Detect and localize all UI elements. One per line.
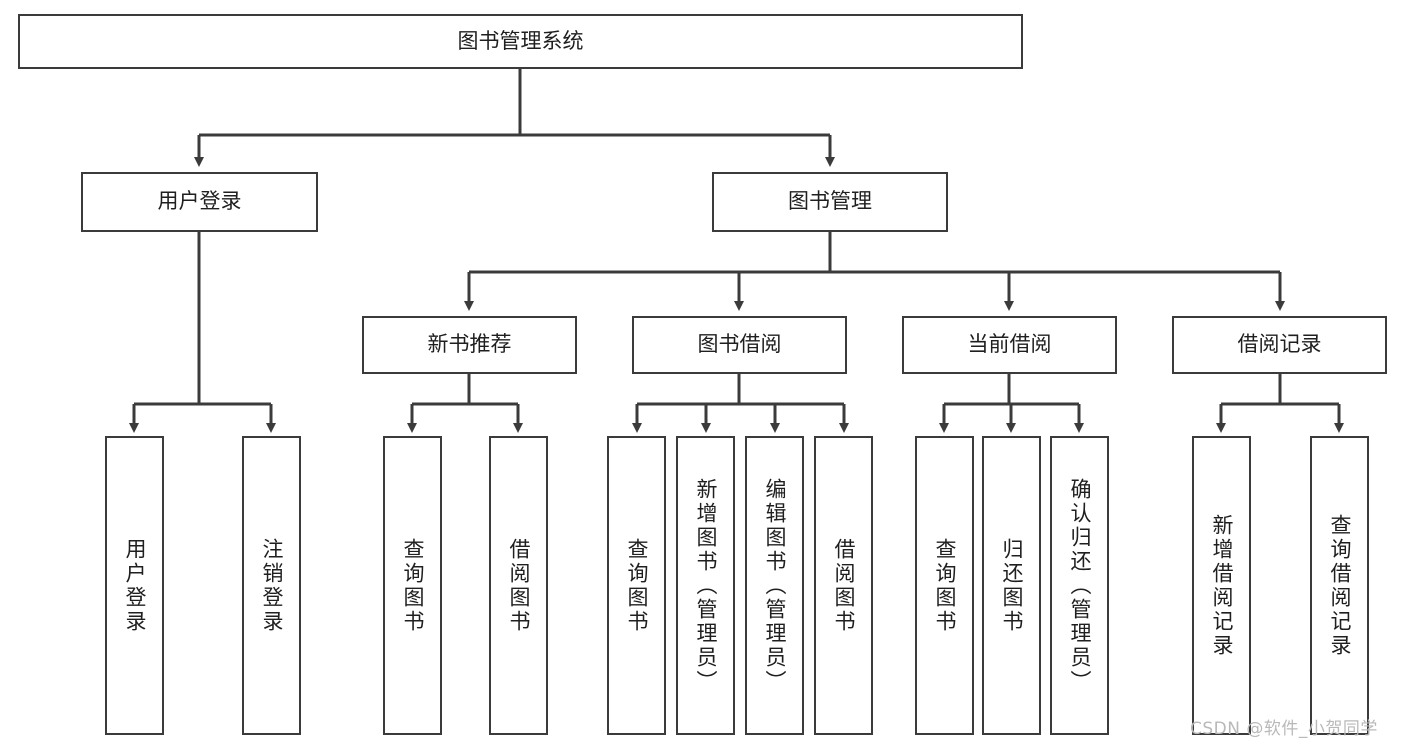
node-leaf-query-record[interactable]: 查询借阅记录: [1310, 436, 1369, 735]
node-user-login-label: 用户登录: [157, 189, 242, 214]
node-root[interactable]: 图书管理系统: [18, 14, 1023, 69]
node-borrow-record-label: 借阅记录: [1237, 332, 1322, 357]
node-leaf-return-book-label: 归还图书: [1000, 537, 1024, 634]
node-leaf-logout[interactable]: 注销登录: [242, 436, 301, 735]
node-leaf-add-record-label: 新增借阅记录: [1210, 513, 1234, 658]
node-leaf-add-book-label: 新增图书（管理员）: [694, 477, 718, 694]
node-leaf-confirm-return[interactable]: 确认归还（管理员）: [1050, 436, 1109, 735]
node-new-book-recommend[interactable]: 新书推荐: [362, 316, 577, 374]
node-leaf-query-book-1-label: 查询图书: [401, 537, 425, 634]
node-root-label: 图书管理系统: [457, 28, 584, 53]
node-leaf-borrow-book-1[interactable]: 借阅图书: [489, 436, 548, 735]
node-leaf-query-book-3-label: 查询图书: [933, 537, 957, 634]
node-book-manage[interactable]: 图书管理: [712, 172, 948, 232]
node-book-borrow-label: 图书借阅: [697, 332, 782, 357]
node-user-login[interactable]: 用户登录: [81, 172, 318, 232]
node-current-borrow-label: 当前借阅: [967, 332, 1052, 357]
node-current-borrow[interactable]: 当前借阅: [902, 316, 1117, 374]
node-leaf-user-login[interactable]: 用户登录: [105, 436, 164, 735]
node-leaf-edit-book[interactable]: 编辑图书（管理员）: [745, 436, 804, 735]
node-leaf-user-login-label: 用户登录: [123, 537, 147, 634]
node-leaf-add-record[interactable]: 新增借阅记录: [1192, 436, 1251, 735]
node-leaf-query-record-label: 查询借阅记录: [1328, 513, 1352, 658]
node-borrow-record[interactable]: 借阅记录: [1172, 316, 1387, 374]
node-leaf-logout-label: 注销登录: [260, 537, 284, 634]
node-leaf-borrow-book-2-label: 借阅图书: [832, 537, 856, 634]
node-leaf-add-book[interactable]: 新增图书（管理员）: [676, 436, 735, 735]
node-leaf-query-book-2[interactable]: 查询图书: [607, 436, 666, 735]
node-leaf-query-book-1[interactable]: 查询图书: [383, 436, 442, 735]
node-leaf-query-book-2-label: 查询图书: [625, 537, 649, 634]
node-book-manage-label: 图书管理: [788, 189, 872, 214]
node-leaf-borrow-book-2[interactable]: 借阅图书: [814, 436, 873, 735]
node-book-borrow[interactable]: 图书借阅: [632, 316, 847, 374]
node-leaf-query-book-3[interactable]: 查询图书: [915, 436, 974, 735]
node-leaf-return-book[interactable]: 归还图书: [982, 436, 1041, 735]
node-leaf-confirm-return-label: 确认归还（管理员）: [1068, 477, 1092, 694]
node-leaf-edit-book-label: 编辑图书（管理员）: [763, 477, 787, 694]
node-leaf-borrow-book-1-label: 借阅图书: [507, 537, 531, 634]
watermark-text: CSDN @软件_小贺同学: [1190, 719, 1378, 739]
node-new-book-recommend-label: 新书推荐: [427, 332, 512, 357]
